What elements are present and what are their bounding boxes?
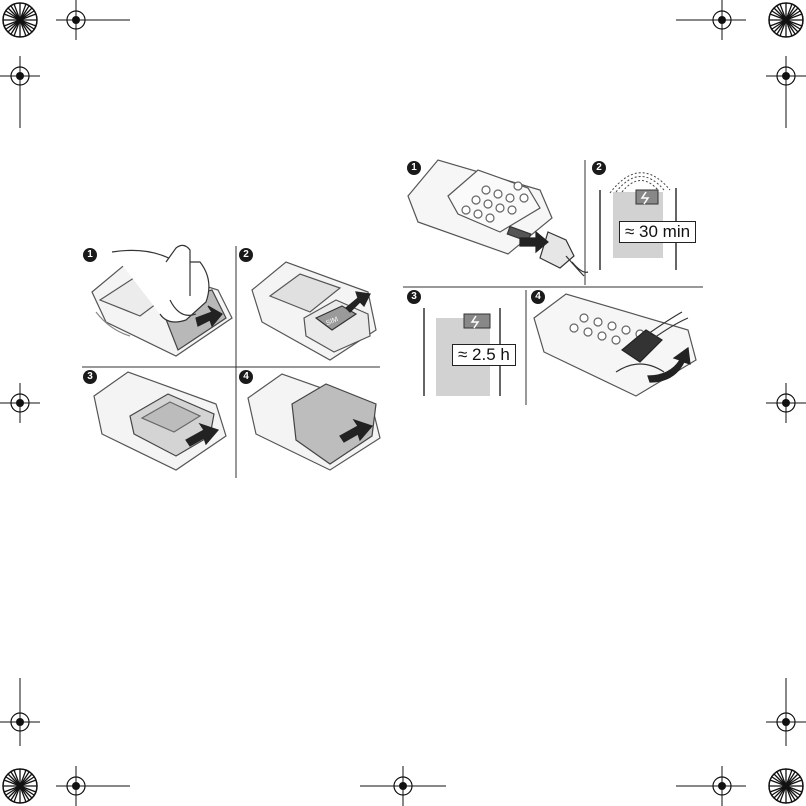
sim-step-2-illustration: SIM (252, 262, 376, 360)
corner-sunburst-bottom-right (769, 769, 803, 803)
charge-step-4-badge: 4 (531, 290, 545, 304)
corner-sunburst-bottom-left (3, 769, 37, 803)
charge-time-short-label: ≈ 30 min (619, 221, 696, 243)
sim-step-1-badge: 1 (83, 248, 97, 262)
charge-step-1-illustration (408, 160, 588, 276)
sim-step-2-badge: 2 (239, 248, 253, 262)
charge-step-3-badge: 3 (407, 290, 421, 304)
corner-sunburst-top-left (3, 3, 37, 37)
sim-step-3-illustration (94, 372, 226, 470)
charge-step-1-badge: 1 (407, 161, 421, 175)
charge-step-4-illustration (534, 294, 696, 396)
sim-step-3-badge: 3 (83, 370, 97, 384)
sim-step-1-illustration (92, 245, 232, 356)
corner-sunburst-top-right (769, 3, 803, 37)
sim-step-4-badge: 4 (239, 370, 253, 384)
sim-step-4-illustration (248, 374, 380, 470)
charge-step-2-badge: 2 (592, 161, 606, 175)
charge-time-full-label: ≈ 2.5 h (452, 344, 516, 366)
